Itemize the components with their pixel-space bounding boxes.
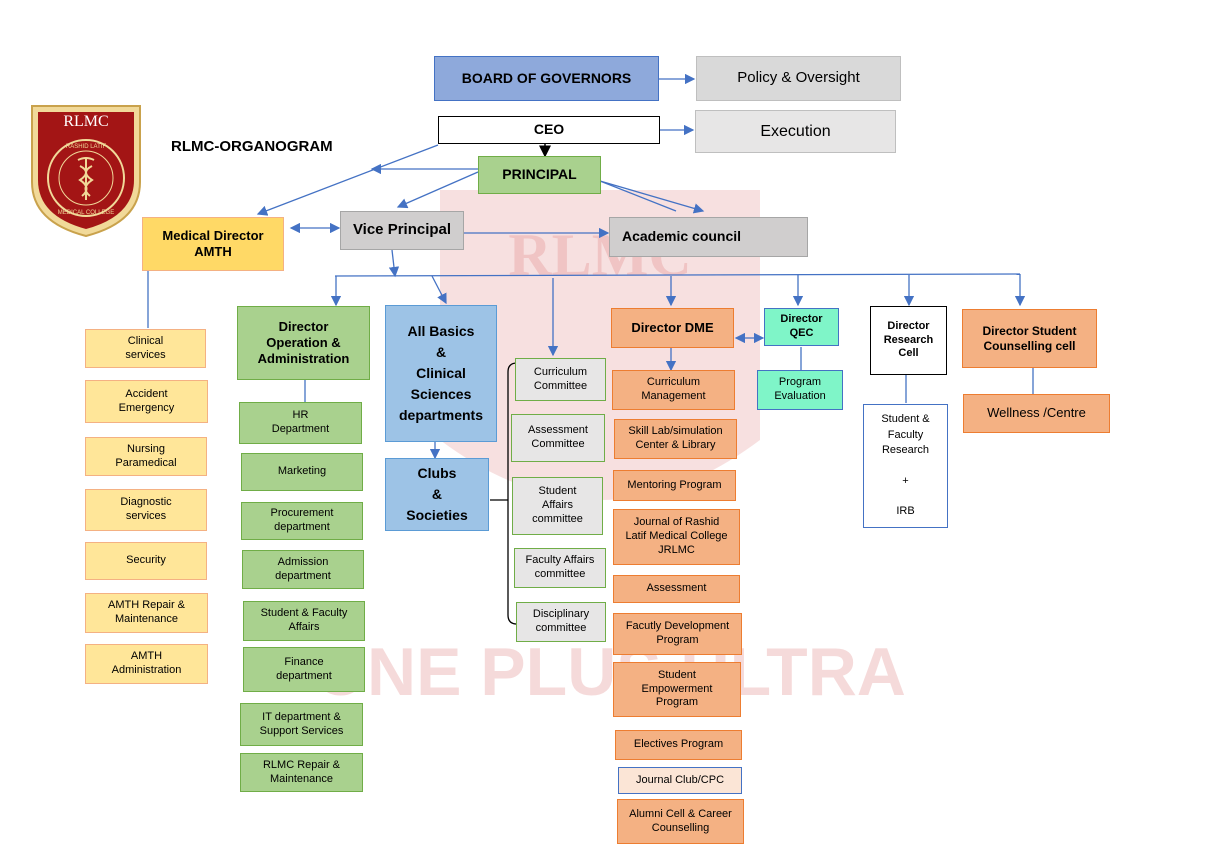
dme-unit-mentoring: Mentoring Program (613, 470, 736, 501)
logo-ring-bottom: MEDICAL COLLEGE (58, 210, 114, 216)
director-counselling-box: Director Student Counselling cell (962, 309, 1097, 368)
watermark-text: ONE PLUS ULTRA (314, 634, 906, 710)
ops-unit-admission: Admission department (242, 550, 364, 589)
execution-box: Execution (695, 110, 896, 153)
medical-director-box: Medical Director AMTH (142, 217, 284, 271)
dme-unit-skill-lab: Skill Lab/simulation Center & Library (614, 419, 737, 459)
dme-unit-student-empowerment: Student Empowerment Program (613, 662, 741, 717)
director-dme-box: Director DME (611, 308, 734, 348)
ops-unit-marketing: Marketing (241, 453, 363, 491)
dme-unit-curriculum-management: Curriculum Management (612, 370, 735, 410)
amth-unit-diagnostic: Diagnostic services (85, 489, 207, 531)
ops-unit-it: IT department & Support Services (240, 703, 363, 746)
policy-oversight-box: Policy & Oversight (696, 56, 901, 101)
ops-unit-procurement: Procurement department (241, 502, 363, 540)
amth-unit-nursing: Nursing Paramedical (85, 437, 207, 476)
principal-box: PRINCIPAL (478, 156, 601, 194)
committee-assessment: Assessment Committee (511, 414, 605, 462)
dme-unit-alumni-cell: Alumni Cell & Career Counselling (617, 799, 744, 844)
ops-unit-finance: Finance department (243, 647, 365, 692)
basics-clinical-departments-box: All Basics & Clinical Sciences departmen… (385, 305, 497, 442)
director-research-box: Director Research Cell (870, 306, 947, 375)
committee-disciplinary: Disciplinary committee (516, 602, 606, 642)
page-title: RLMC-ORGANOGRAM (171, 138, 333, 155)
qec-unit-program-evaluation: Program Evaluation (757, 370, 843, 410)
caduceus-icon (77, 157, 95, 200)
committee-faculty-affairs: Faculty Affairs committee (514, 548, 606, 588)
director-operations-box: Director Operation & Administration (237, 306, 370, 380)
committee-curriculum: Curriculum Committee (515, 358, 606, 401)
ops-unit-student-faculty-affairs: Student & Faculty Affairs (243, 601, 365, 641)
academic-council-box: Academic council (609, 217, 808, 257)
dme-unit-faculty-development: Facutly Development Program (613, 613, 742, 655)
vice-principal-box: Vice Principal (340, 211, 464, 250)
logo-abbr: RLMC (63, 113, 108, 130)
amth-unit-repair: AMTH Repair & Maintenance (85, 593, 208, 633)
research-unit-student-faculty-irb: Student & Faculty Research + IRB (863, 404, 948, 528)
amth-unit-administration: AMTH Administration (85, 644, 208, 684)
board-of-governors-box: BOARD OF GOVERNORS (434, 56, 659, 101)
amth-unit-emergency: Accident Emergency (85, 380, 208, 423)
dme-unit-assessment: Assessment (613, 575, 740, 603)
committee-student-affairs: Student Affairs committee (512, 477, 603, 535)
logo-ring-top: RASHID LATIF (66, 144, 107, 150)
rlmc-logo: RLMC RASHID LATIF MEDICAL COLLEGE (31, 105, 141, 238)
director-qec-box: Director QEC (764, 308, 839, 346)
counselling-unit-wellness-centre: Wellness /Centre (963, 394, 1110, 433)
amth-unit-clinical: Clinical services (85, 329, 206, 368)
ops-unit-hr: HR Department (239, 402, 362, 444)
ceo-box: CEO (438, 116, 660, 144)
dme-unit-journal: Journal of Rashid Latif Medical College … (613, 509, 740, 565)
dme-unit-electives: Electives Program (615, 730, 742, 760)
ops-unit-repair: RLMC Repair & Maintenance (240, 753, 363, 792)
amth-unit-security: Security (85, 542, 207, 580)
clubs-societies-box: Clubs & Societies (385, 458, 489, 531)
dme-unit-journal-club: Journal Club/CPC (618, 767, 742, 794)
